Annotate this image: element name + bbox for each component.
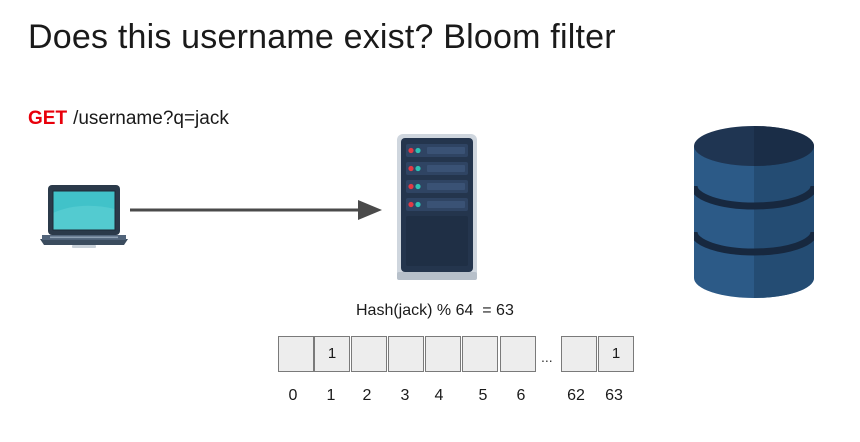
bit-index-1: 1 — [326, 387, 336, 404]
request-path: /username?q=jack — [73, 108, 229, 129]
request-line: GET/username?q=jack — [28, 108, 229, 130]
database-icon — [694, 126, 814, 298]
laptop-icon — [40, 185, 128, 248]
server-rack-icon — [397, 134, 477, 280]
bit-index-0: 0 — [288, 387, 298, 404]
page-title: Does this username exist? Bloom filter — [28, 18, 616, 56]
bit-index-5: 5 — [478, 387, 488, 404]
hash-equation: Hash(jack) % 64 = 63 — [356, 302, 514, 319]
bit-cell-4 — [425, 336, 461, 372]
bit-index-3: 3 — [400, 387, 410, 404]
bit-cell-0 — [278, 336, 314, 372]
bit-index-4: 4 — [434, 387, 444, 404]
bit-index-6: 6 — [516, 387, 526, 404]
bit-index-62: 62 — [567, 387, 585, 404]
bit-cell-5 — [462, 336, 498, 372]
bit-index-2: 2 — [362, 387, 372, 404]
bit-index-63: 63 — [605, 387, 623, 404]
bit-cell-63: 1 — [598, 336, 634, 372]
bit-cell-3 — [388, 336, 424, 372]
arrow-right-icon — [130, 200, 382, 220]
bit-cell-1: 1 — [314, 336, 350, 372]
bit-cell-2 — [351, 336, 387, 372]
http-method: GET — [28, 108, 68, 129]
bit-cell-6 — [500, 336, 536, 372]
bit-array-ellipsis: ... — [541, 349, 553, 365]
bit-cell-62 — [561, 336, 597, 372]
